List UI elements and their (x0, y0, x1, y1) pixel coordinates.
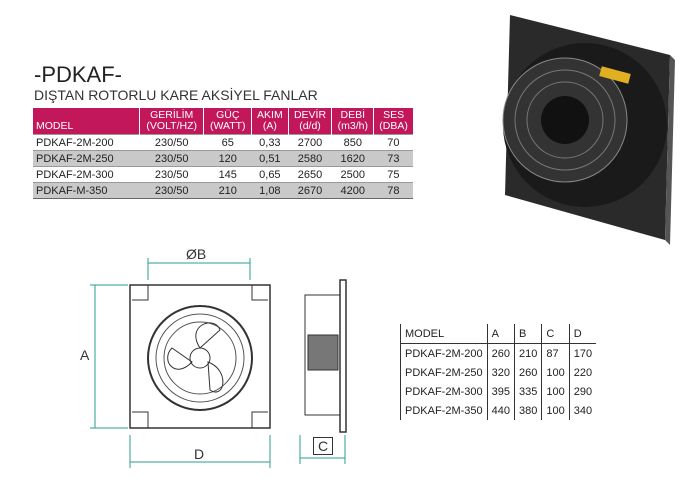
table-cell: 290 (568, 382, 597, 401)
table-cell: 260 (513, 363, 542, 382)
table-cell: 73 (373, 150, 413, 167)
table-cell: 335 (513, 382, 542, 401)
table-cell: 850 (331, 134, 374, 151)
dimension-c-label: C (313, 437, 334, 455)
table-cell: 87 (541, 343, 570, 363)
table-cell: PDKAF-2M-250 (400, 363, 488, 382)
table-cell: 395 (486, 382, 515, 401)
table-cell: 230/50 (139, 166, 204, 183)
table-cell: 230/50 (139, 182, 204, 199)
table-cell: 75 (373, 166, 413, 183)
table-cell: 2580 (288, 150, 332, 167)
col-model: MODEL (33, 108, 140, 135)
table-cell: 100 (541, 363, 570, 382)
dimension-a-label: A (80, 347, 90, 363)
table-cell: 100 (541, 401, 570, 420)
table-cell: 230/50 (139, 134, 204, 151)
table-cell: 170 (568, 343, 597, 363)
table-cell: PDKAF-2M-250 (33, 150, 140, 167)
table-cell: 2500 (331, 166, 374, 183)
table-cell: PDKAF-2M-350 (400, 401, 488, 420)
table-cell: 120 (203, 150, 252, 167)
table-cell: 260 (486, 343, 515, 363)
dimension-b-label: ØB (186, 246, 207, 262)
table-cell: 145 (203, 166, 252, 183)
table-cell: 440 (486, 401, 515, 420)
table-cell: 0,65 (251, 166, 289, 183)
dim-col-model: MODEL (400, 324, 488, 344)
product-title: -PDKAF- (34, 62, 122, 87)
table-cell: 230/50 (139, 150, 204, 167)
col-flow: DEBİ(m3/h) (331, 108, 374, 135)
table-cell: 0,33 (251, 134, 289, 151)
dim-header-row: MODEL A B C D (400, 324, 597, 344)
table-cell: PDKAF-2M-300 (33, 166, 140, 183)
dim-col-d: D (568, 324, 597, 344)
table-cell: 65 (203, 134, 252, 151)
product-subtitle: DIŞTAN ROTORLU KARE AKSİYEL FANLAR (34, 87, 318, 103)
table-cell: 100 (541, 382, 570, 401)
table-cell: 210 (203, 182, 252, 199)
table-cell: 380 (513, 401, 542, 420)
table-cell: 2700 (288, 134, 332, 151)
col-rpm: DEVİR(d/d) (287, 108, 332, 135)
table-cell: 2650 (288, 166, 332, 183)
technical-drawing (80, 240, 370, 477)
col-current: AKIM(A) (251, 108, 289, 135)
col-power: GÜÇ(WATT) (203, 108, 252, 135)
dim-col-a: A (486, 324, 515, 344)
table-cell: 1620 (331, 150, 374, 167)
col-voltage: GERİLİM(VOLT/HZ) (138, 108, 204, 135)
table-cell: 2670 (288, 182, 332, 199)
table-cell: PDKAF-2M-200 (33, 134, 140, 151)
table-cell: 320 (486, 363, 515, 382)
table-cell: 4200 (331, 182, 374, 199)
fan-product-photo (470, 5, 695, 245)
table-cell: 1,08 (251, 182, 289, 199)
table-cell: 210 (513, 343, 542, 363)
table-cell: 340 (568, 401, 597, 420)
col-noise: SES(DBA) (373, 108, 413, 135)
table-cell: 78 (373, 182, 413, 199)
spec-header-row: MODEL GERİLİM(VOLT/HZ) GÜÇ(WATT) AKIM(A)… (33, 108, 413, 135)
table-cell: 220 (568, 363, 597, 382)
table-cell: PDKAF-M-350 (33, 182, 140, 199)
dim-col-c: C (541, 324, 570, 344)
table-cell: 0,51 (251, 150, 289, 167)
table-cell: PDKAF-2M-200 (400, 343, 488, 363)
dim-col-b: B (513, 324, 542, 344)
table-cell: 70 (373, 134, 413, 151)
spec-table: MODEL GERİLİM(VOLT/HZ) GÜÇ(WATT) AKIM(A)… (33, 108, 413, 199)
table-cell: PDKAF-2M-300 (400, 382, 488, 401)
dimension-d-label: D (194, 446, 205, 462)
